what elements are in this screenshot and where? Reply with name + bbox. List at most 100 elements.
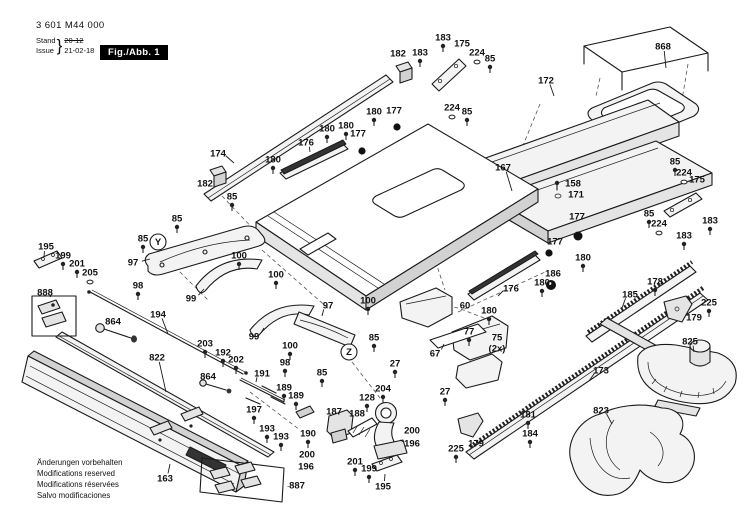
part-label-200: 200 bbox=[299, 450, 315, 461]
washer-icon bbox=[655, 230, 663, 236]
kit-box-887 bbox=[149, 406, 285, 503]
screw-icon bbox=[343, 131, 349, 137]
bracket-187 bbox=[326, 409, 354, 444]
leader-line-823 bbox=[606, 413, 613, 425]
leader-line-97 bbox=[321, 309, 325, 317]
screw-icon bbox=[681, 241, 687, 247]
part-label-176: 176 bbox=[298, 138, 314, 149]
footer-line-fr: Modifications réservées bbox=[37, 479, 119, 489]
part-label-864: 864 bbox=[200, 372, 217, 383]
part-label-99: 99 bbox=[249, 332, 260, 343]
screw-icon bbox=[371, 117, 377, 123]
screw-icon bbox=[525, 420, 531, 426]
part-label-205: 205 bbox=[82, 268, 99, 279]
screw-icon bbox=[220, 358, 226, 364]
part-label-195: 195 bbox=[38, 242, 55, 253]
screw-icon bbox=[202, 349, 208, 355]
leader-line-67 bbox=[440, 343, 445, 350]
part-label-202: 202 bbox=[228, 355, 244, 366]
part-label-67: 67 bbox=[430, 349, 441, 360]
issue-date: 21-02-18 bbox=[64, 46, 95, 56]
screw-icon bbox=[364, 403, 370, 409]
part-label-888: 888 bbox=[37, 288, 53, 299]
part-label-192: 192 bbox=[215, 348, 231, 359]
leader-line-185 bbox=[621, 298, 626, 309]
screw-icon bbox=[319, 378, 325, 384]
part-label-97: 97 bbox=[128, 258, 139, 269]
pin-188 bbox=[347, 417, 378, 438]
leader-line-174 bbox=[225, 155, 235, 164]
part-label-823: 823 bbox=[593, 406, 609, 417]
part-label-98: 98 bbox=[280, 358, 291, 369]
part-label-193: 193 bbox=[273, 432, 289, 443]
stand-label: Stand bbox=[36, 36, 56, 45]
clamp-lever-196 bbox=[373, 401, 408, 460]
leader-line-822 bbox=[158, 361, 167, 393]
screw-icon bbox=[365, 306, 371, 312]
detail-marker-circle-Z bbox=[340, 343, 358, 361]
screw-icon bbox=[229, 202, 235, 208]
plate-179-bottom bbox=[457, 412, 484, 438]
part-label-174: 174 bbox=[210, 149, 227, 160]
washer-icon bbox=[680, 179, 688, 185]
bracket-97-upper bbox=[144, 225, 266, 276]
issue-row: Stand Issue } 20-12 21-02-18 bbox=[36, 36, 105, 56]
part-label-167: 167 bbox=[495, 163, 511, 174]
part-label-868: 868 bbox=[655, 42, 671, 53]
part-label-200: 200 bbox=[404, 426, 420, 437]
detail-marker-letter-Y: Y bbox=[155, 237, 162, 248]
screw-icon bbox=[371, 343, 377, 349]
part-label-98: 98 bbox=[133, 281, 144, 292]
main-table bbox=[255, 123, 539, 311]
guard-823 bbox=[569, 404, 695, 496]
part-label-179: 179 bbox=[686, 313, 702, 324]
plate-67 bbox=[429, 323, 487, 349]
part-label-224: 224 bbox=[444, 103, 461, 114]
part-label-180: 180 bbox=[481, 306, 497, 317]
issue-dates: 20-12 21-02-18 bbox=[64, 36, 94, 56]
rod-191 bbox=[239, 377, 286, 403]
leader-line-825 bbox=[692, 345, 695, 353]
part-label-181: 181 bbox=[520, 410, 537, 421]
part-label-99: 99 bbox=[186, 294, 197, 305]
issue-brace: } bbox=[56, 36, 63, 56]
part-label-199: 199 bbox=[361, 464, 377, 475]
leader-line-97 bbox=[141, 258, 151, 262]
rail-176-lower bbox=[467, 250, 541, 301]
part-label-185: 185 bbox=[622, 290, 639, 301]
screw-icon bbox=[264, 434, 270, 440]
part-label-180: 180 bbox=[534, 278, 550, 289]
issue-label: Issue bbox=[36, 46, 54, 56]
part-label-180: 180 bbox=[366, 107, 382, 118]
footer-line-en: Modifications reserved bbox=[37, 468, 116, 478]
screw-158-washer-171 bbox=[554, 180, 562, 199]
part-label-180: 180 bbox=[319, 124, 335, 135]
screw-icon bbox=[305, 439, 311, 445]
part-label-77: 77 bbox=[464, 327, 475, 338]
part-label-224: 224 bbox=[676, 168, 693, 179]
part-label-85: 85 bbox=[227, 192, 238, 203]
part-label-183: 183 bbox=[435, 33, 451, 44]
leader-line-196 bbox=[399, 439, 404, 443]
part-label-190: 190 bbox=[300, 429, 316, 440]
part-label-182: 182 bbox=[390, 49, 406, 60]
leader-line-191 bbox=[255, 377, 258, 383]
old-date: 20-12 bbox=[64, 36, 84, 45]
plate-179-right bbox=[663, 295, 693, 323]
screw-icon bbox=[293, 401, 299, 407]
leader-line-868 bbox=[663, 50, 667, 69]
screw-icon bbox=[281, 393, 287, 399]
bracket-99-a bbox=[195, 258, 263, 294]
screw-icon bbox=[251, 415, 257, 421]
part-label-199: 199 bbox=[55, 251, 71, 262]
header-block: 3 601 M44 000 Stand Issue } 20-12 21-02-… bbox=[36, 20, 105, 56]
part-label-224: 224 bbox=[469, 48, 486, 59]
part-label-195: 195 bbox=[375, 482, 392, 493]
part-label-85: 85 bbox=[369, 333, 380, 344]
detail-marker-circle-Y bbox=[149, 233, 167, 251]
part-label-178: 178 bbox=[647, 277, 663, 288]
part-label-60: 60 bbox=[460, 301, 471, 312]
part-label-85: 85 bbox=[670, 157, 681, 168]
screw-icon bbox=[236, 261, 242, 267]
part-label-193: 193 bbox=[259, 424, 275, 435]
